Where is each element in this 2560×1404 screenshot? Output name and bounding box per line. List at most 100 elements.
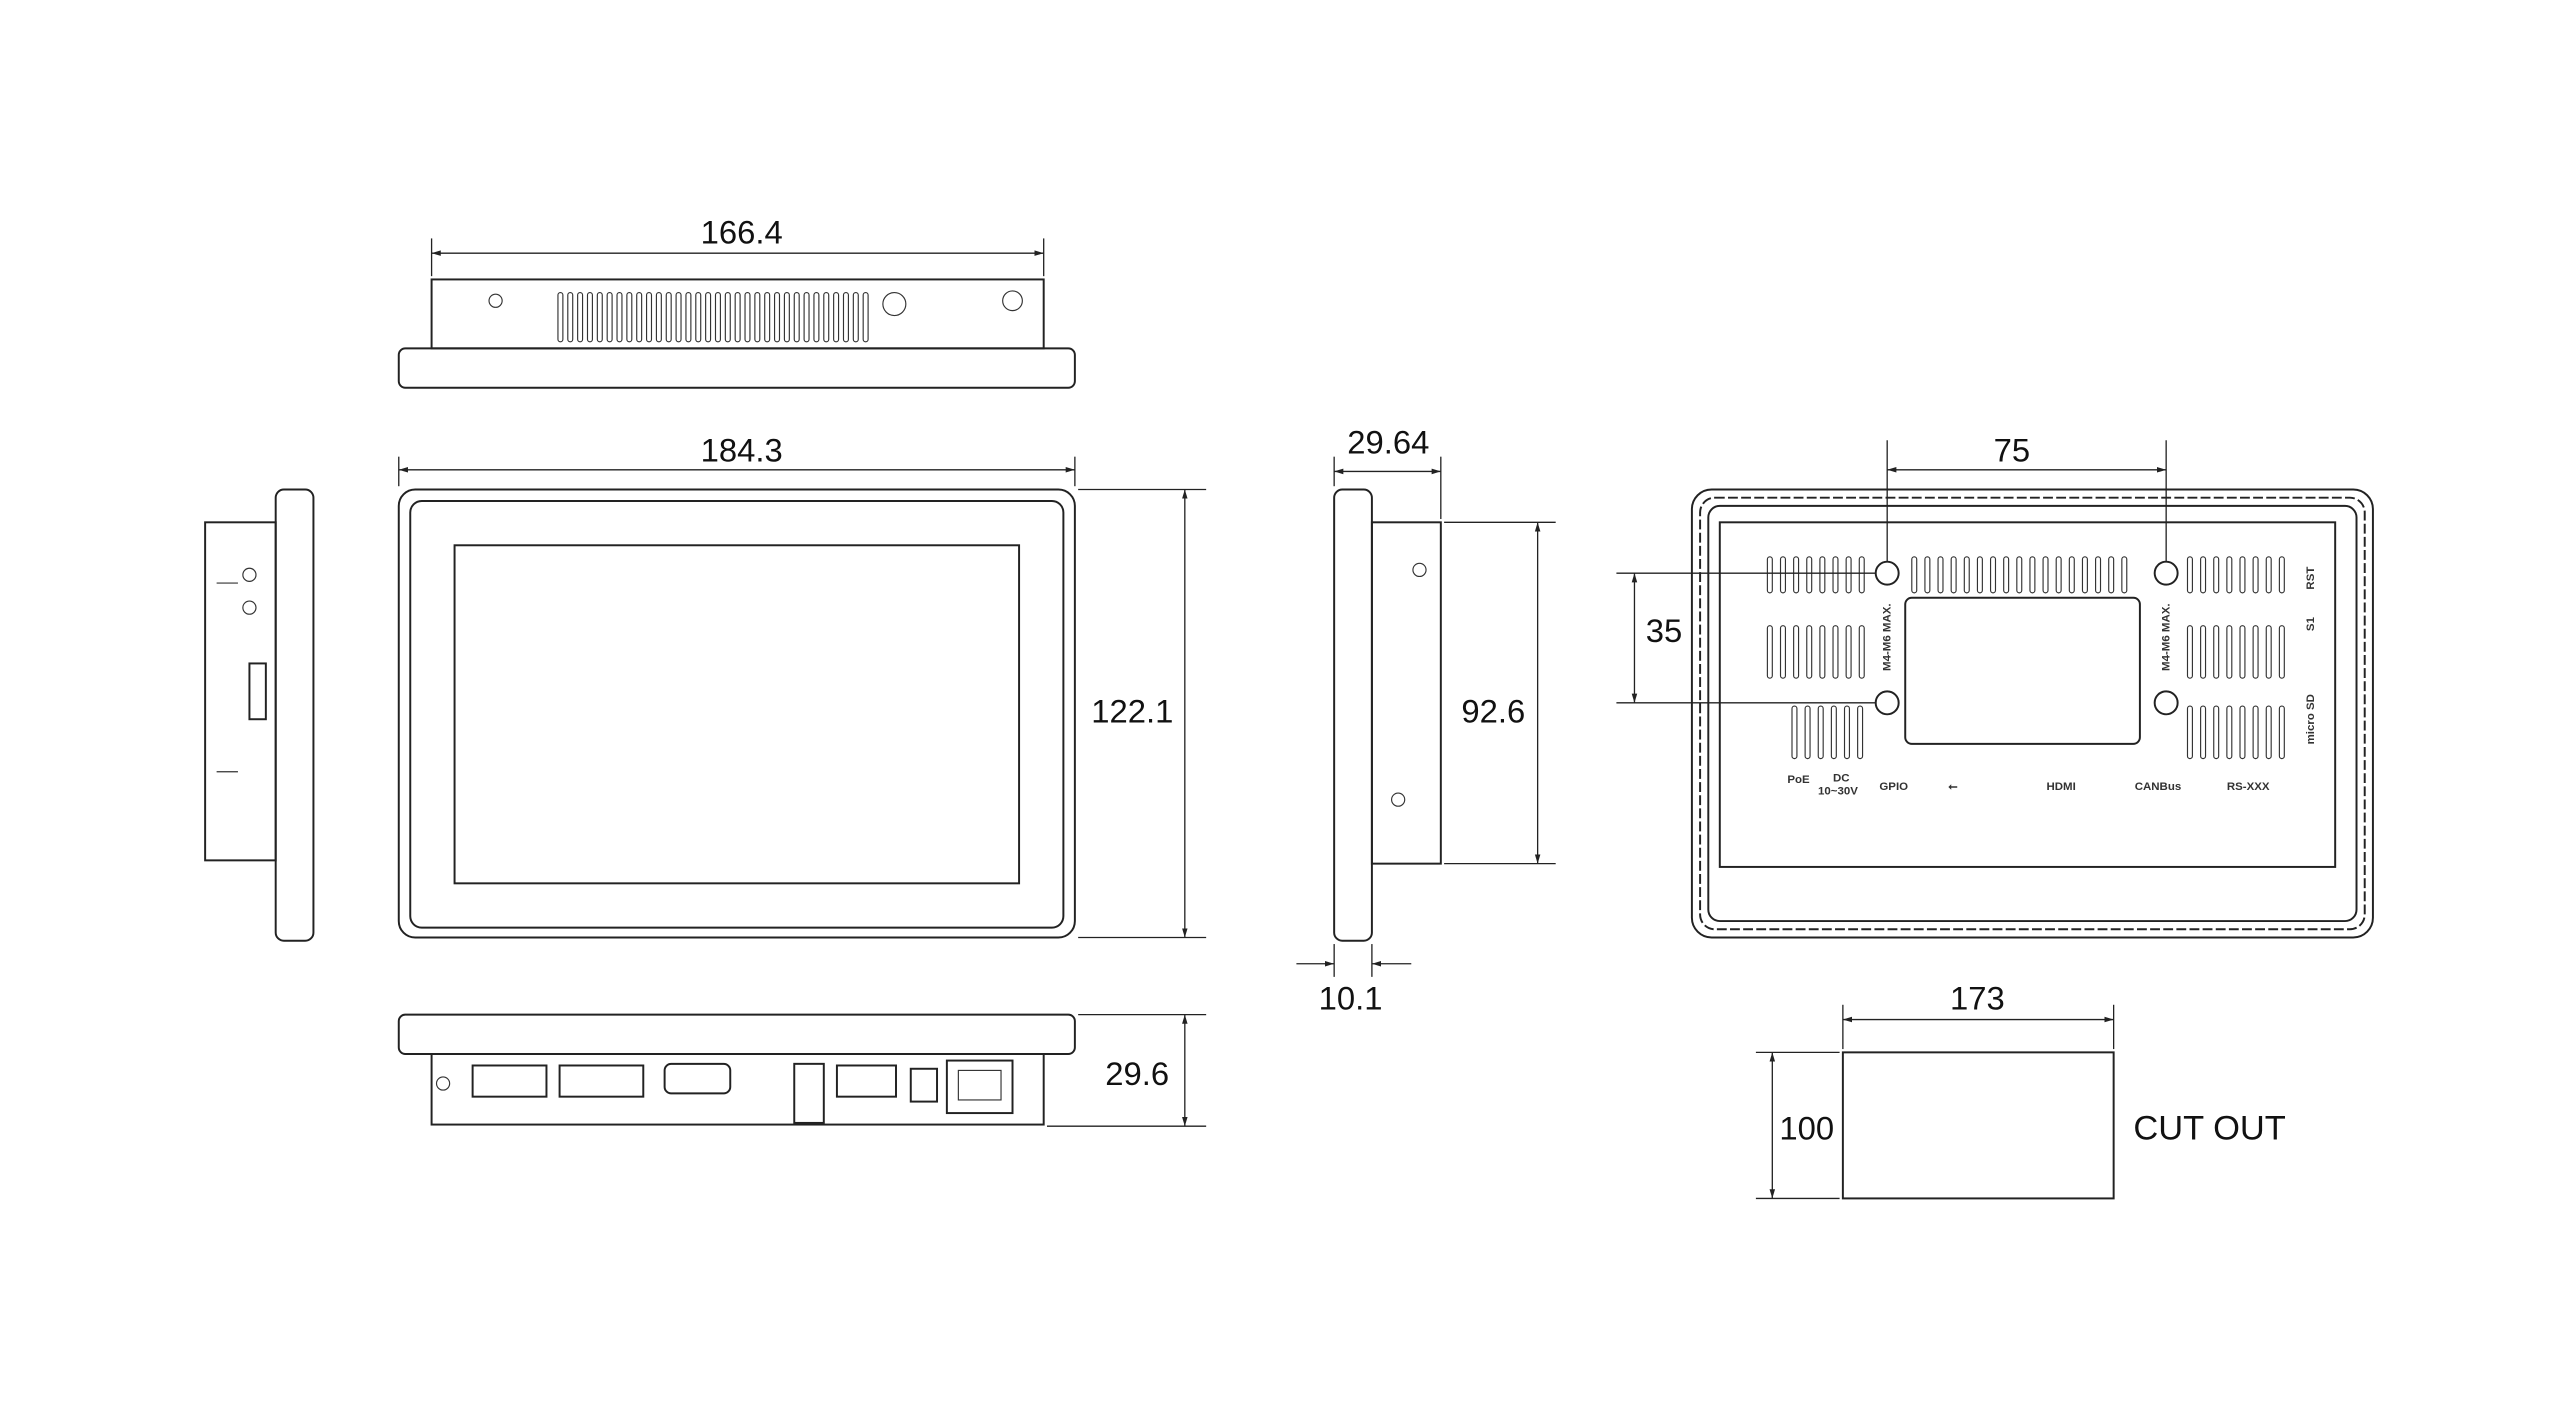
vent-slot <box>1832 556 1839 594</box>
vent-slot <box>1766 556 1773 594</box>
vent-slot <box>803 291 810 343</box>
vent-slot <box>2095 556 2102 594</box>
vent-slot <box>783 291 790 343</box>
vent-slot <box>833 291 840 343</box>
vent-slot <box>764 291 771 343</box>
vent-slot <box>2239 705 2246 760</box>
vent-slot <box>577 291 584 343</box>
vent-slot <box>852 291 859 343</box>
vent-slot <box>1779 556 1787 594</box>
vent-slot <box>2200 705 2207 760</box>
vent-slot <box>2213 625 2220 679</box>
vent-slot <box>754 291 761 343</box>
vent-slot <box>2278 556 2285 594</box>
vent-slot <box>655 291 662 343</box>
vent-slot <box>2278 705 2285 760</box>
vent-slot <box>2186 625 2193 679</box>
right-side-view: 29.64 92.6 10.1 <box>1296 423 1556 1017</box>
dim-front-width: 184.3 <box>701 432 783 469</box>
vent-slot <box>1830 705 1837 760</box>
dim-front-height: 122.1 <box>1091 693 1173 730</box>
label-canbus: CANBus <box>2135 781 2182 793</box>
vent-slot <box>695 291 702 343</box>
vent-slot <box>2068 556 2075 594</box>
vent-slot <box>2213 556 2220 594</box>
vent-slot <box>1845 556 1852 594</box>
vent-slot <box>1819 625 1826 679</box>
vent-slot <box>675 291 682 343</box>
left-side-view <box>204 488 315 942</box>
vent-slot <box>793 291 800 343</box>
vent-slot <box>1766 625 1773 679</box>
bottom-view: 29.6 <box>397 1013 1207 1127</box>
label-hdmi: HDMI <box>2046 781 2075 793</box>
vent-slot <box>823 291 830 343</box>
vent-slot <box>813 291 820 343</box>
vent-slot <box>2108 556 2115 594</box>
vent-slot <box>1804 705 1811 760</box>
vent-slot <box>1843 705 1851 760</box>
vent-slot <box>2226 705 2233 760</box>
vent-slot <box>842 291 849 343</box>
vent-slot <box>2252 556 2259 594</box>
dim-side-height: 92.6 <box>1461 693 1525 730</box>
vent-slot <box>2186 705 2193 760</box>
vent-slot <box>1819 556 1826 594</box>
dim-vesa-vertical: 35 <box>1646 612 1683 649</box>
vent-slot <box>1791 705 1798 760</box>
vent-slot <box>1779 625 1787 679</box>
dim-bezel-thickness: 10.1 <box>1319 980 1383 1017</box>
vent-slot <box>1857 705 1864 760</box>
cutout-label: CUT OUT <box>2133 1109 2285 1147</box>
label-mount-left: M4-M6 MAX. <box>1881 603 1893 671</box>
label-rs: RS-XXX <box>2227 781 2270 793</box>
vent-slot <box>636 291 643 343</box>
vent-slot <box>1950 556 1957 594</box>
vent-slot <box>1806 556 1813 594</box>
vent-slot <box>2252 705 2259 760</box>
vent-slot <box>714 291 721 343</box>
dim-cutout-height: 100 <box>1779 1109 1834 1146</box>
vent-slot <box>665 291 672 343</box>
vent-slot <box>734 291 741 343</box>
vent-slot <box>2003 556 2010 594</box>
vent-slot <box>586 291 593 343</box>
vent-slot <box>1937 556 1944 594</box>
vent-slot <box>1858 625 1865 679</box>
vent-slot <box>1845 625 1852 679</box>
vent-slot <box>773 291 781 343</box>
vent-slot <box>1817 705 1824 760</box>
vent-slot <box>2265 705 2272 760</box>
vent-slot <box>2226 625 2233 679</box>
vent-slot <box>2200 556 2207 594</box>
vent-slot <box>1806 625 1813 679</box>
label-microsd: micro SD <box>2305 694 2317 744</box>
label-rst: RST <box>2305 567 2317 590</box>
vent-slot <box>626 291 633 343</box>
vent-slot <box>744 291 751 343</box>
vent-slot <box>2055 556 2062 594</box>
vent-slot <box>1989 556 1997 594</box>
vent-slot <box>1976 556 1983 594</box>
usb-icon: ⭠ <box>1948 781 1957 793</box>
vent-slot <box>606 291 613 343</box>
vent-slot <box>724 291 731 343</box>
vent-slot <box>2239 625 2246 679</box>
vent-slot <box>2042 556 2049 594</box>
vent-slot <box>2265 556 2272 594</box>
display-screen <box>453 544 1021 885</box>
vent-slot <box>685 291 692 343</box>
vent-slot <box>2226 556 2233 594</box>
vent-slot <box>1963 556 1970 594</box>
rear-view: 75 35 M4-M6 MAX. M4-M6 MAX. PoE DC 10~30… <box>1616 432 2374 939</box>
vent-slot <box>705 291 712 343</box>
label-s1: S1 <box>2305 616 2317 631</box>
vent-slot <box>1832 625 1839 679</box>
vent-slot <box>2252 625 2259 679</box>
dim-vesa-horizontal: 75 <box>1994 432 2031 469</box>
vent-slot <box>557 291 564 343</box>
vent-slot <box>2265 625 2272 679</box>
label-dc-range: 10~30V <box>1818 786 1858 798</box>
vent-slot <box>616 291 623 343</box>
front-view: 184.3 122.1 <box>397 432 1207 939</box>
